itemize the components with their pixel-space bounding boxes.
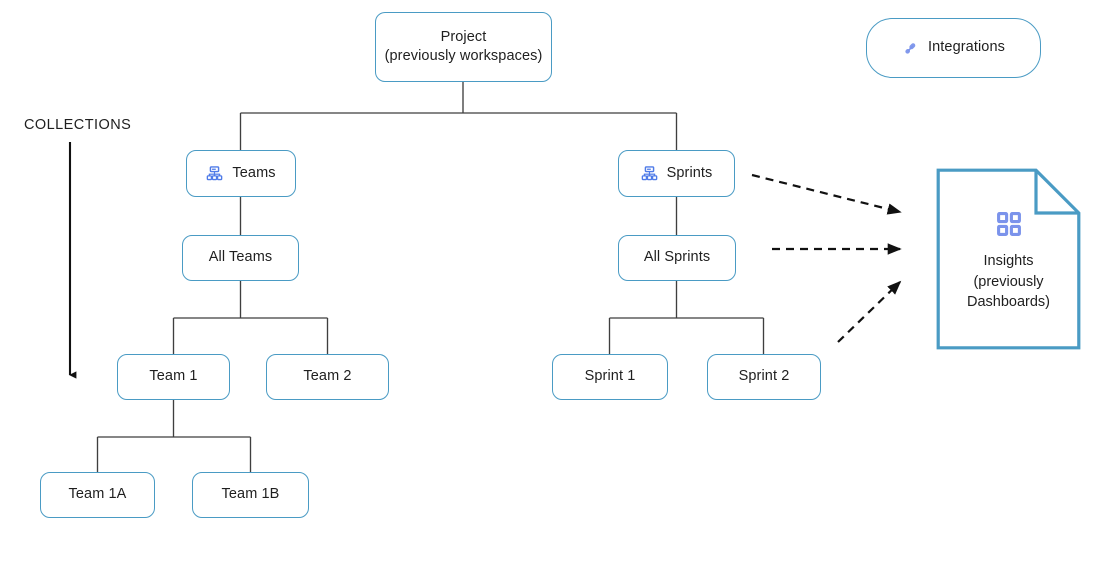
insights-document-shape [936, 168, 1081, 350]
hierarchy-icon [206, 165, 223, 182]
node-insights-label: Insights (previously Dashboards) [966, 253, 1050, 311]
node-project[interactable]: Project (previously workspaces) [375, 12, 552, 82]
node-sprint-1[interactable]: Sprint 1 [552, 354, 668, 400]
link-icon [902, 40, 919, 57]
node-sprint-2[interactable]: Sprint 2 [707, 354, 821, 400]
node-sprints-label: Sprints [666, 164, 713, 181]
node-integrations-label: Integrations [928, 39, 1005, 56]
hierarchy-icon [641, 165, 658, 182]
node-all-teams-label: All Teams [208, 249, 273, 266]
node-all-sprints-label: All Sprints [643, 249, 711, 266]
node-team-2[interactable]: Team 2 [266, 354, 389, 400]
node-team-1a[interactable]: Team 1A [40, 472, 155, 518]
node-team-1a-label: Team 1A [68, 486, 127, 503]
node-project-label: Project (previously workspaces) [384, 28, 543, 64]
node-team-2-label: Team 2 [303, 368, 352, 385]
node-team-1[interactable]: Team 1 [117, 354, 230, 400]
node-team-1-label: Team 1 [149, 368, 198, 385]
node-insights[interactable]: Insights (previously Dashboards) [936, 168, 1081, 350]
node-sprints[interactable]: Sprints [618, 150, 735, 197]
node-sprint-2-label: Sprint 2 [738, 368, 790, 385]
node-integrations[interactable]: Integrations [866, 18, 1041, 78]
node-sprint-1-label: Sprint 1 [584, 368, 636, 385]
collections-legend-label: COLLECTIONS [24, 117, 132, 133]
node-team-1b[interactable]: Team 1B [192, 472, 309, 518]
node-teams[interactable]: Teams [186, 150, 296, 197]
grid-2x2-icon [996, 211, 1022, 237]
node-team-1b-label: Team 1B [221, 486, 280, 503]
node-all-sprints[interactable]: All Sprints [618, 235, 736, 281]
node-teams-label: Teams [232, 164, 276, 181]
node-all-teams[interactable]: All Teams [182, 235, 299, 281]
